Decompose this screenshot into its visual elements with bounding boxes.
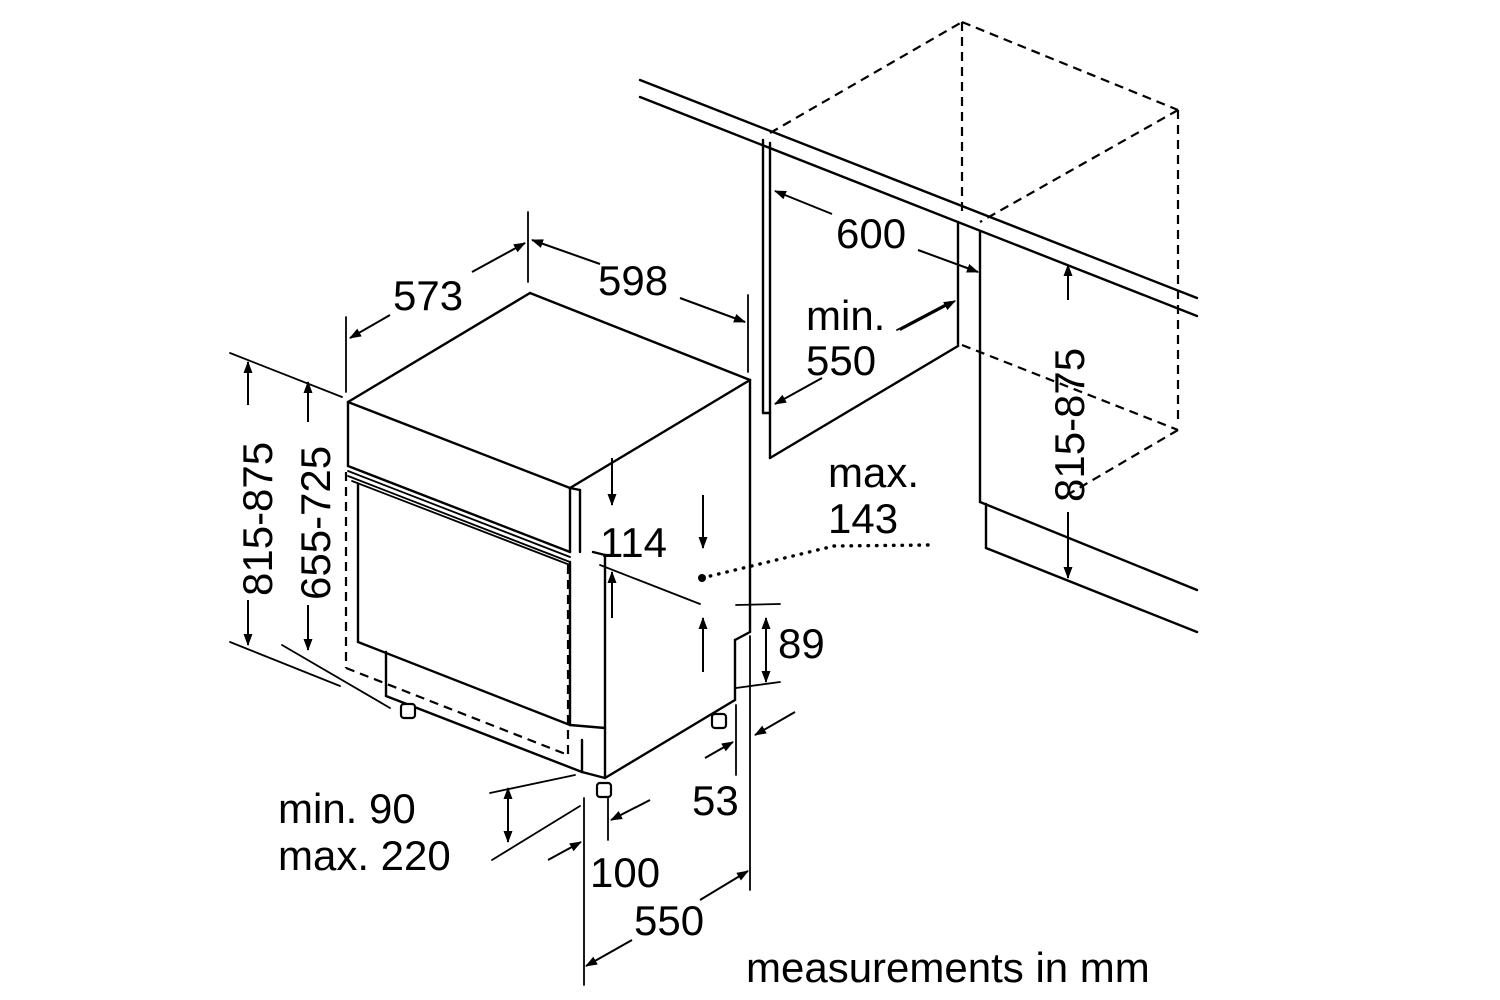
- dim-arrow-100-left: [547, 841, 582, 861]
- label-total-height: 815-875: [234, 442, 281, 596]
- dim-arrow-573-right: [471, 242, 526, 273]
- dim-arrow-550-left: [585, 939, 633, 967]
- extension-lines: [229, 211, 951, 986]
- feet: [399, 702, 728, 799]
- dimension-arrows: [243, 190, 1073, 967]
- dim-arrow-min550-bottom: [774, 377, 823, 405]
- right-cabinet: [956, 220, 1199, 634]
- label-plinth-max: max. 220: [278, 832, 451, 879]
- dim-arrow-53-right: [754, 711, 796, 736]
- offset-leader-dotted-tail: [832, 543, 930, 548]
- door: [344, 472, 572, 757]
- plinth-recess: [384, 650, 607, 780]
- label-plinth-min: min. 90: [278, 785, 416, 832]
- label-550: 550: [634, 897, 704, 944]
- control-panel: [346, 400, 582, 566]
- dishwasher: [344, 291, 752, 799]
- label-100: 100: [590, 849, 660, 896]
- worktop: [638, 78, 1199, 318]
- dim-arrow-598-left: [531, 239, 601, 265]
- units-note: measurements in mm: [746, 944, 1150, 991]
- dim-arrow-573-left: [349, 314, 391, 339]
- label-niche-min: min.: [806, 292, 885, 339]
- dim-arrow-100-right: [610, 799, 651, 821]
- dim-arrow-600-right: [917, 249, 979, 273]
- label-114: 114: [600, 519, 667, 566]
- dim-arrow-598-right: [679, 297, 746, 323]
- label-89: 89: [778, 620, 825, 667]
- left-cabinet: [761, 138, 960, 460]
- dimension-labels: 573 598 600 min. 550 815-875 815-875 655…: [234, 210, 1150, 991]
- label-offset-max: max.: [828, 449, 919, 496]
- niche-dashed-outline: [769, 20, 1180, 499]
- label-598: 598: [598, 257, 668, 304]
- foot-rear: [710, 712, 728, 730]
- label-53: 53: [692, 777, 739, 824]
- label-573: 573: [393, 272, 463, 319]
- offset-point: [698, 574, 706, 582]
- offset-leader-dotted: [700, 544, 836, 580]
- dim-arrow-53-left: [704, 741, 734, 759]
- label-offset-143: 143: [828, 495, 898, 542]
- foot-front-left: [399, 702, 417, 720]
- kitchen-niche: [638, 20, 1199, 634]
- dishwasher-side: [591, 378, 752, 780]
- dim-arrow-550-right: [699, 870, 749, 901]
- foot-front-right: [595, 781, 613, 799]
- dishwasher-top: [346, 291, 752, 490]
- dim-arrow-600-left: [774, 190, 833, 215]
- label-niche-550: 550: [806, 337, 876, 384]
- label-niche-height: 815-875: [1046, 348, 1093, 502]
- dim-arrow-min550-top: [899, 300, 956, 331]
- label-600: 600: [836, 210, 906, 257]
- label-body-height: 655-725: [292, 446, 339, 600]
